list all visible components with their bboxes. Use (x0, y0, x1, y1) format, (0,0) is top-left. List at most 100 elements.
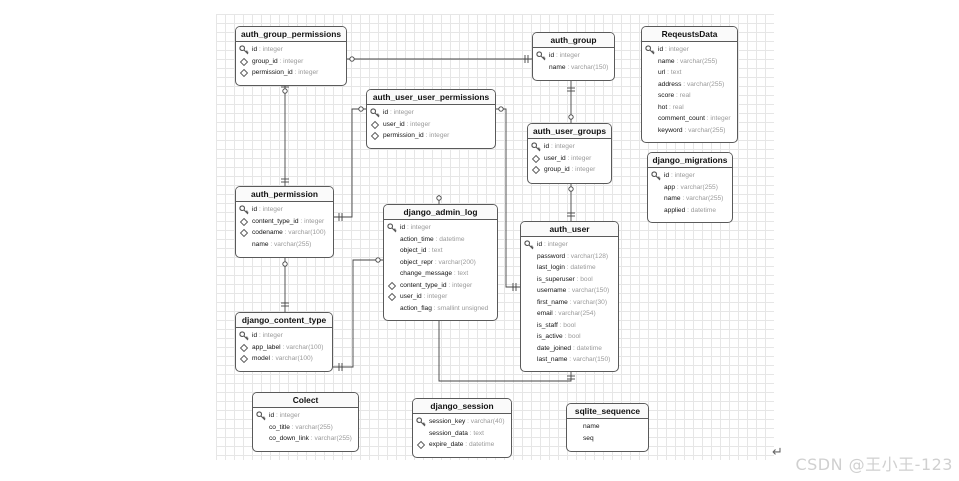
column-row: id : integer (236, 330, 332, 342)
column-type: varchar(150) (572, 356, 611, 363)
column-name: app_label (252, 343, 281, 351)
column-row: keyword : varchar(255) (658, 126, 726, 134)
column-name: applied (664, 206, 686, 214)
column-row: applied : datetime (664, 206, 717, 214)
column-type: integer (262, 46, 283, 53)
column-row: password : varchar(128) (537, 252, 609, 260)
column-row: group_id : integer (528, 164, 611, 176)
column-type: varchar(100) (288, 229, 326, 236)
column-type: integer (262, 206, 283, 213)
column-name: name (658, 57, 675, 65)
column-name: id (544, 143, 550, 150)
return-glyph: ↵ (772, 444, 783, 459)
column-type: varchar(40) (470, 418, 505, 425)
column-type: datetime (576, 344, 602, 352)
column-name: change_message (400, 270, 453, 277)
column-name: id (658, 46, 664, 53)
column-type: integer (262, 332, 283, 339)
column-row: name : varchar(150) (549, 63, 609, 71)
column-row: object_repr : varchar(200) (400, 258, 476, 266)
column-row: url : text (658, 69, 682, 76)
column-type: integer (710, 115, 731, 122)
column-type: datetime (439, 235, 465, 243)
column-type: integer (668, 46, 689, 53)
column-name: object_id (400, 247, 427, 254)
column-row: address : varchar(255) (658, 80, 725, 88)
table-title: auth_user_user_permissions (367, 90, 495, 105)
table-title: auth_permission (236, 187, 333, 202)
column-type: integer (547, 241, 568, 248)
key-icon (256, 411, 266, 421)
column-row: is_active : bool (537, 333, 581, 340)
column-row: email : varchar(254) (537, 310, 596, 317)
column-name: keyword (658, 126, 683, 134)
table-title: auth_user_groups (528, 124, 611, 139)
column-row: co_title : varchar(255) (269, 423, 333, 431)
column-type: integer (393, 109, 414, 116)
column-name: score (658, 92, 675, 99)
column-row: user_id : integer (367, 119, 495, 131)
index-diamond-icon (531, 154, 541, 163)
key-icon (524, 240, 534, 250)
column-name: app (664, 183, 676, 191)
column-row: id : integer (384, 222, 497, 234)
column-type: text (670, 69, 682, 76)
column-name: content_type_id (252, 217, 299, 225)
column-name: id (252, 206, 258, 213)
column-type: bool (568, 333, 581, 340)
column-type: varchar(255) (680, 183, 718, 191)
column-name: id (383, 109, 389, 116)
column-row: id : integer (367, 107, 495, 119)
column-name: comment_count (658, 115, 705, 122)
index-diamond-icon (416, 440, 426, 450)
column-type: integer (410, 224, 431, 231)
column-row: action_flag : smallint unsigned (400, 304, 489, 312)
column-name: name (664, 195, 681, 202)
column-row: name : varchar(255) (664, 195, 724, 202)
table-title: django_content_type (236, 313, 332, 328)
column-name: is_superuser (537, 275, 575, 283)
key-icon (387, 223, 397, 233)
column-name: action_time (400, 235, 434, 243)
key-icon (370, 108, 380, 118)
column-type: varchar(255) (686, 195, 724, 202)
column-type: integer (559, 52, 580, 59)
column-name: co_down_link (269, 435, 309, 442)
link-log-ct (333, 259, 383, 368)
column-name: permission_id (252, 69, 293, 76)
column-row: id : integer (533, 50, 614, 62)
column-type: datetime (468, 441, 495, 448)
column-type: varchar(100) (286, 343, 324, 351)
column-name: object_repr (400, 258, 433, 266)
column-name: username (537, 287, 567, 294)
column-name: last_name (537, 356, 568, 363)
column-name: user_id (544, 154, 566, 162)
column-name: permission_id (383, 132, 424, 139)
column-row: last_name : varchar(150) (537, 356, 611, 363)
column-name: id (549, 52, 555, 59)
column-type: varchar(30) (573, 298, 608, 306)
column-type: text (431, 247, 443, 254)
column-type: integer (304, 217, 325, 225)
column-type: integer (410, 120, 431, 128)
index-diamond-icon (239, 217, 249, 226)
column-row: permission_id : integer (367, 130, 495, 142)
column-row: id : integer (648, 170, 732, 182)
column-row: content_type_id : integer (236, 216, 333, 228)
column-row: username : varchar(150) (537, 287, 610, 294)
key-icon (536, 51, 546, 61)
column-row: id : integer (642, 44, 737, 56)
